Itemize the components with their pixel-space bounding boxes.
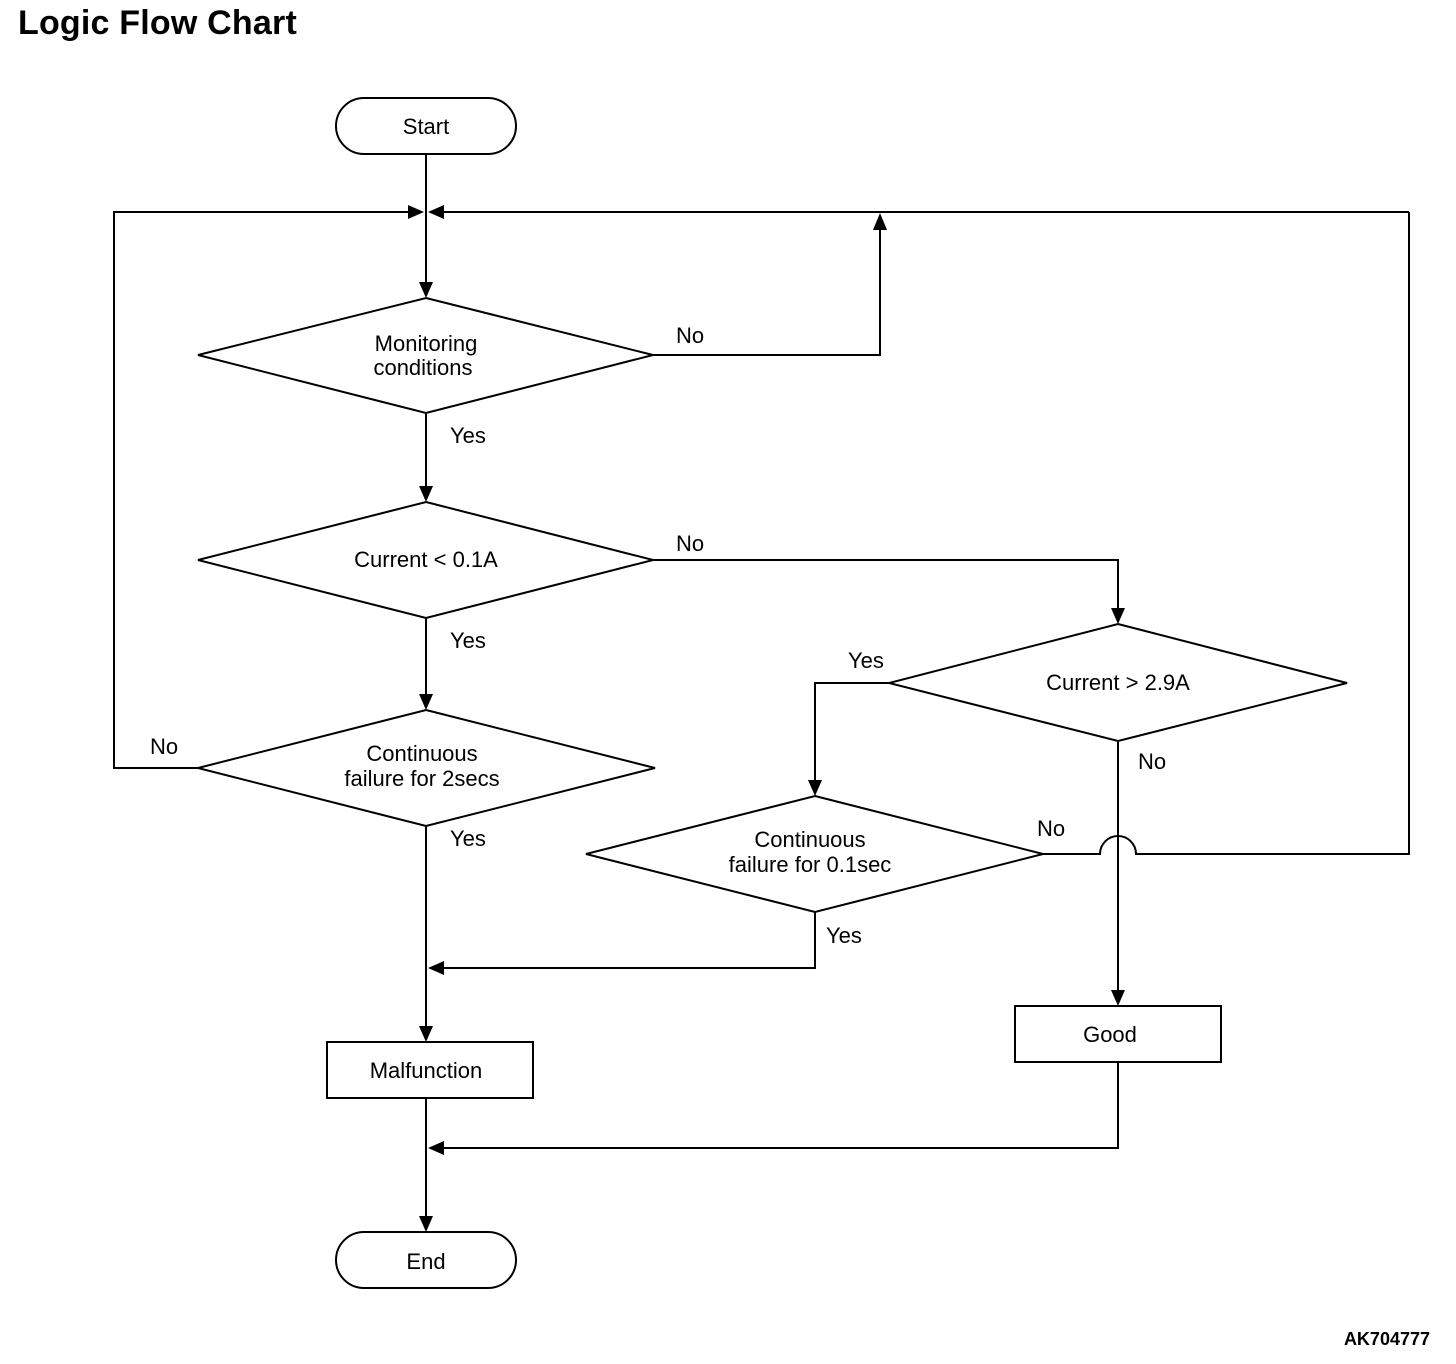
continuous-01s-no-label: No (1037, 816, 1065, 841)
edge-current-low-no (653, 559, 1119, 612)
arrowhead (419, 1026, 433, 1042)
arrowhead (428, 1141, 444, 1155)
arrowhead (428, 961, 444, 975)
start-terminal (335, 97, 517, 155)
continuous-01s-label-line2: failure for 0.1sec (729, 852, 892, 877)
arrowhead (408, 205, 424, 219)
edge-continuous-01s-yes (440, 912, 816, 969)
arrowhead (808, 780, 822, 796)
arrowhead (428, 205, 444, 219)
current-low-label: Current < 0.1A (354, 547, 498, 572)
edge-good-to-end (440, 1062, 1119, 1149)
monitoring-label-line1: Monitoring (375, 331, 478, 356)
continuous-01s-label-line1: Continuous (754, 827, 865, 852)
figure-id: AK704777 (1343, 1329, 1430, 1349)
start-label: Start (403, 114, 449, 139)
edge-continuous-01s-no (1043, 212, 1410, 855)
arrowhead (419, 282, 433, 298)
page-title: Logic Flow Chart (18, 4, 297, 42)
current-high-yes-label: Yes (848, 648, 884, 673)
continuous-2s-yes-label: Yes (450, 826, 486, 851)
monitoring-decision (197, 296, 654, 415)
good-box (1014, 1005, 1222, 1063)
arrowhead (419, 1216, 433, 1232)
malfunction-label: Malfunction (370, 1058, 483, 1083)
current-high-decision (888, 622, 1348, 743)
arrowhead (419, 694, 433, 710)
edge-monitoring-no (653, 226, 881, 356)
good-label: Good (1083, 1022, 1137, 1047)
monitoring-label-line2: conditions (373, 355, 472, 380)
end-terminal (335, 1231, 517, 1289)
current-high-no-label: No (1138, 749, 1166, 774)
continuous-2s-label-line2: failure for 2secs (344, 766, 499, 791)
arrowhead (1111, 990, 1125, 1006)
continuous-2s-no-label: No (150, 734, 178, 759)
end-label: End (406, 1249, 445, 1274)
continuous-01s-decision (585, 794, 1044, 914)
arrowhead (873, 213, 887, 230)
current-low-decision (197, 500, 654, 620)
edge-current-high-yes (814, 682, 889, 784)
monitoring-no-label: No (676, 323, 704, 348)
continuous-2s-label-line1: Continuous (366, 741, 477, 766)
continuous-2s-decision (197, 708, 656, 828)
edge-continuous-2s-no (113, 211, 412, 769)
current-low-yes-label: Yes (450, 628, 486, 653)
current-high-label: Current > 2.9A (1046, 670, 1190, 695)
current-low-no-label: No (676, 531, 704, 556)
monitoring-yes-label: Yes (450, 423, 486, 448)
arrowhead (1111, 608, 1125, 624)
malfunction-box (326, 1041, 534, 1099)
continuous-01s-yes-label: Yes (826, 923, 862, 948)
arrowhead (419, 486, 433, 502)
